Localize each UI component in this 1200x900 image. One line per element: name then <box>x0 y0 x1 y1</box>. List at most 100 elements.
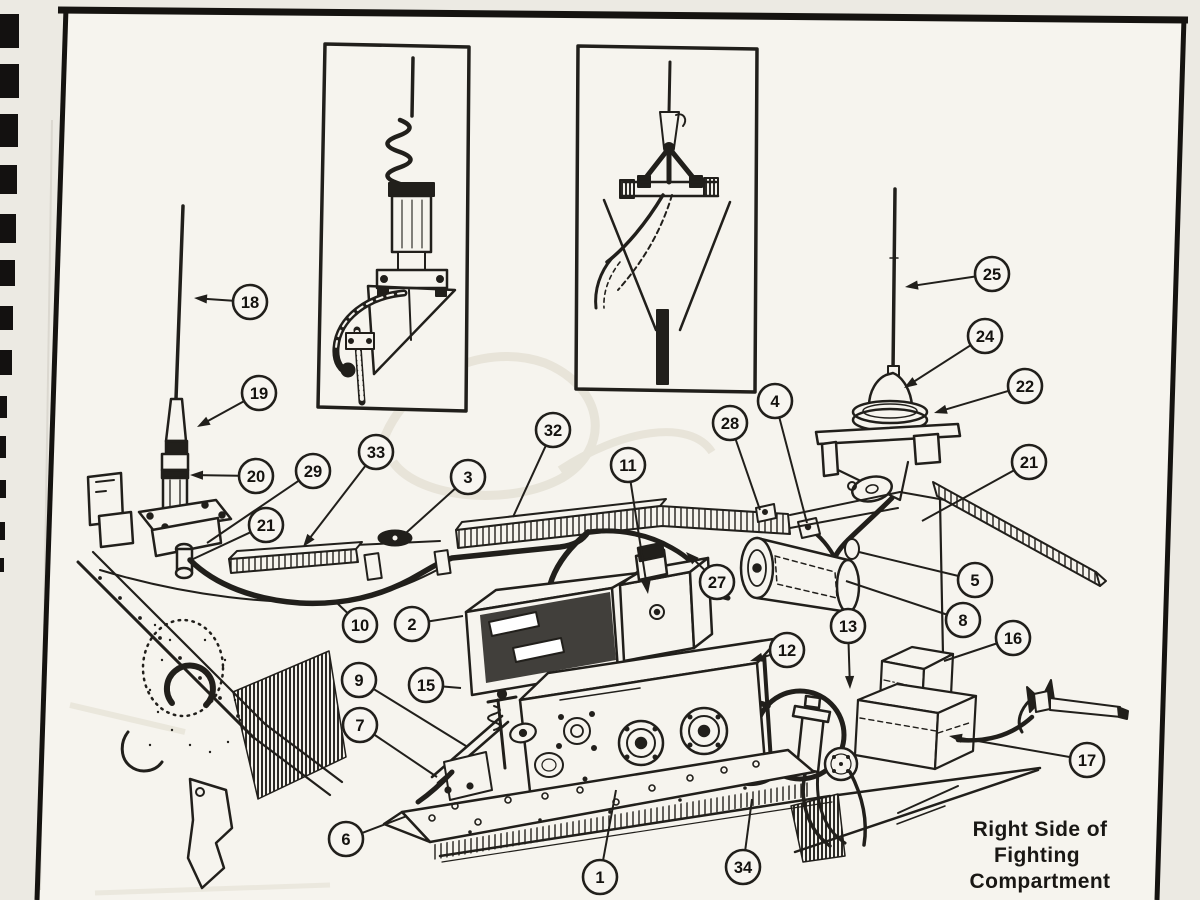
binding-mark <box>0 396 7 418</box>
mount-riser <box>150 516 223 558</box>
leader-line <box>912 275 976 287</box>
callout-11: 11 <box>609 446 651 594</box>
callout-circle <box>341 706 379 744</box>
binding-mark <box>0 558 4 572</box>
box2-panel <box>480 592 616 683</box>
callout-25: 25 <box>905 255 1011 293</box>
callout-33: 33 <box>303 433 395 547</box>
callout-number: 6 <box>341 831 350 849</box>
leader-arrowhead <box>949 733 963 743</box>
conduit <box>415 769 455 805</box>
callout-29: 29 <box>206 452 332 544</box>
callout-12: 12 <box>750 631 806 669</box>
callout-circle <box>944 601 982 639</box>
hook <box>1017 698 1032 734</box>
leader-line <box>428 615 464 623</box>
spring <box>487 705 501 731</box>
dotted-hatch-ring <box>141 618 225 718</box>
mast-rod <box>667 60 672 114</box>
leader-line <box>203 400 245 425</box>
leader-line <box>847 642 851 682</box>
left-hull-structure <box>76 471 449 890</box>
leader-line <box>734 438 761 511</box>
mounting-plate <box>382 748 833 863</box>
leader-line <box>512 445 547 518</box>
equipment-boxes <box>853 645 1035 771</box>
leader-arrowhead <box>750 652 764 662</box>
roller-curl <box>120 730 164 773</box>
leader-line <box>373 733 438 778</box>
callout-circle <box>724 848 762 886</box>
caption-line-3: Compartment <box>970 870 1111 893</box>
antenna-mount-plate <box>137 498 233 533</box>
top-border <box>57 6 1189 24</box>
callout-number: 25 <box>983 266 1001 284</box>
callout-13: 13 <box>829 607 867 689</box>
callout-number: 9 <box>354 672 363 690</box>
antenna-whip <box>891 187 897 374</box>
callout-34: 34 <box>724 798 762 886</box>
leader-arrowhead <box>934 404 948 414</box>
floor-edges <box>793 766 1042 854</box>
cable-strap <box>433 549 452 576</box>
fitting <box>844 538 860 560</box>
callout-number: 1 <box>595 869 604 887</box>
antenna-taper <box>164 397 188 443</box>
callout-number: 12 <box>778 642 796 660</box>
callout-number: 8 <box>958 612 967 630</box>
figure-caption: Right Side of Fighting Compartment <box>970 818 1111 893</box>
callout-number: 22 <box>1016 378 1034 396</box>
leader-arrowhead <box>844 675 855 689</box>
leader-line <box>845 580 948 616</box>
binding-mark <box>0 522 5 540</box>
leader-line <box>190 531 252 561</box>
callout-27: 27 <box>686 552 736 601</box>
sponson-edge <box>76 560 255 739</box>
spring-coil <box>385 117 413 187</box>
callout-21: 21 <box>190 506 285 561</box>
hidden-outline <box>774 555 838 599</box>
callout-number: 28 <box>721 415 739 433</box>
callout-circle <box>357 433 395 471</box>
rail-2-top <box>455 498 667 531</box>
toggle-hub <box>1033 690 1051 713</box>
callout-number: 4 <box>770 393 780 411</box>
pointed-flap <box>186 777 234 890</box>
callout-circle <box>231 283 269 321</box>
callout-number: 11 <box>619 457 636 475</box>
ptt-button <box>803 694 822 710</box>
leader-line <box>956 736 1071 759</box>
spider-legs <box>641 145 698 185</box>
leader-line <box>629 481 648 587</box>
callout-10: 10 <box>336 602 379 644</box>
callout-circle <box>449 458 487 496</box>
leader-line <box>744 798 753 851</box>
antenna-cone <box>867 371 914 408</box>
v-bracket <box>602 198 732 332</box>
leader-line <box>201 297 234 302</box>
callout-32: 32 <box>512 411 572 518</box>
callout-circle <box>698 563 736 601</box>
leader-line <box>396 487 457 542</box>
callout-circle <box>407 666 445 704</box>
callout-circle <box>956 561 994 599</box>
callout-number: 3 <box>463 469 472 487</box>
leader-arrowhead <box>190 470 204 480</box>
callout-circle <box>393 605 431 643</box>
callout-number: 15 <box>417 677 435 695</box>
plate-shadow-hatch <box>430 782 812 860</box>
leader-arrowhead <box>194 294 208 304</box>
callout-number: 19 <box>250 385 268 403</box>
toggle-pin <box>1017 679 1129 734</box>
callout-circle <box>340 661 378 699</box>
leader-arrowhead <box>641 580 651 594</box>
rivets <box>98 576 240 718</box>
connector-b <box>679 706 729 756</box>
callout-circle <box>994 619 1032 657</box>
binding-mark <box>0 480 6 498</box>
wall-edge-right <box>789 491 946 529</box>
rail-1-top <box>228 541 363 560</box>
connector-a <box>617 719 665 767</box>
callout-7: 7 <box>341 706 438 778</box>
